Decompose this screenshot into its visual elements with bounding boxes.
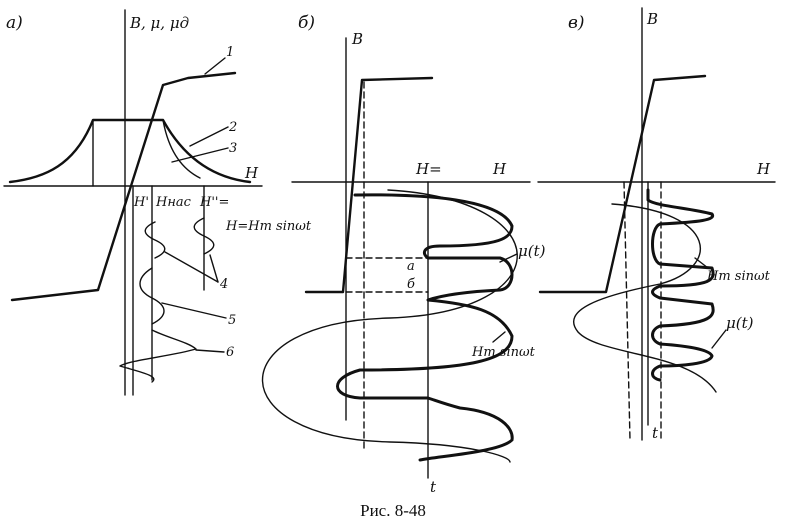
panel-c-time-label: t <box>652 424 659 442</box>
panel-b-axis-y-label: B <box>351 30 363 48</box>
h-prime-label: H' <box>133 195 149 210</box>
panel-b-excitation-sine <box>261 189 518 463</box>
curve-5 <box>139 267 165 325</box>
h-double-label: H''= <box>199 195 229 210</box>
curve-1-magnetization <box>10 71 237 302</box>
panel-c-excitation-sine <box>572 203 717 393</box>
panel-b-tag: б) <box>298 13 315 33</box>
h-sat-label: Hнас <box>155 195 192 210</box>
panel-a-tag: а) <box>6 13 23 33</box>
label-2: 2 <box>228 120 237 135</box>
panel-c-magnetization-curve <box>538 74 707 294</box>
panel-c-mu-trace <box>646 188 715 382</box>
panel-b-time-label: t <box>430 478 437 496</box>
panel-a-axis-x-label: H <box>244 164 259 182</box>
leader-1 <box>204 57 226 75</box>
panel-a: а) B, μ, μд H 1 2 3 H' Hнас H''= H=Hm si… <box>3 9 312 396</box>
small-sine-right <box>193 217 215 255</box>
panel-c-excitation-leader <box>694 257 709 269</box>
panel-a-axis-y-label: B, μ, μд <box>129 14 189 32</box>
panel-b-mu-leader <box>499 253 518 263</box>
curve-6 <box>119 329 197 383</box>
leader-5 <box>161 302 227 319</box>
panel-c-mu-leader <box>711 329 727 349</box>
panel-b-magnetization-curve <box>304 76 434 294</box>
panel-b-hdc-label: H= <box>415 160 442 178</box>
panel-c: в) B H t Hm sinωt μ(t) <box>537 7 776 442</box>
excitation-label-a: H=Hm sinωt <box>225 219 312 234</box>
panel-b-mu-trace <box>336 193 514 462</box>
level-b-label: б <box>407 277 415 292</box>
leader-4b <box>209 254 219 283</box>
leader-3 <box>171 147 229 163</box>
panel-c-mu-label: μ(t) <box>726 314 754 332</box>
panel-c-excitation-label: Hm sinωt <box>706 269 771 284</box>
panel-c-dashed-left <box>623 181 631 441</box>
panel-b-axis-x-label: H <box>492 160 507 178</box>
curve-2-permeability <box>8 118 252 184</box>
label-6: 6 <box>226 345 234 360</box>
panel-b-excitation-label: Hm sinωt <box>471 345 536 360</box>
curve-3-differential-permeability <box>162 119 201 179</box>
panel-b: б) B H H= t a б μ(t) Hm sinωt <box>261 13 546 496</box>
leader-2 <box>189 126 229 147</box>
small-sine-left <box>144 221 166 259</box>
level-a-label: a <box>407 259 415 274</box>
panel-b-excitation-leader <box>492 331 506 343</box>
figure-caption: Рис. 8-48 <box>360 501 426 520</box>
label-5: 5 <box>228 313 236 328</box>
leader-6 <box>195 349 225 353</box>
label-1: 1 <box>226 45 234 60</box>
leader-4a <box>164 251 219 283</box>
panel-b-mu-label: μ(t) <box>518 242 546 260</box>
panel-c-axis-y-label: B <box>646 10 658 28</box>
panel-c-axis-x-label: H <box>756 160 771 178</box>
label-3: 3 <box>229 141 237 156</box>
label-4: 4 <box>219 277 228 292</box>
panel-c-tag: в) <box>568 13 585 33</box>
